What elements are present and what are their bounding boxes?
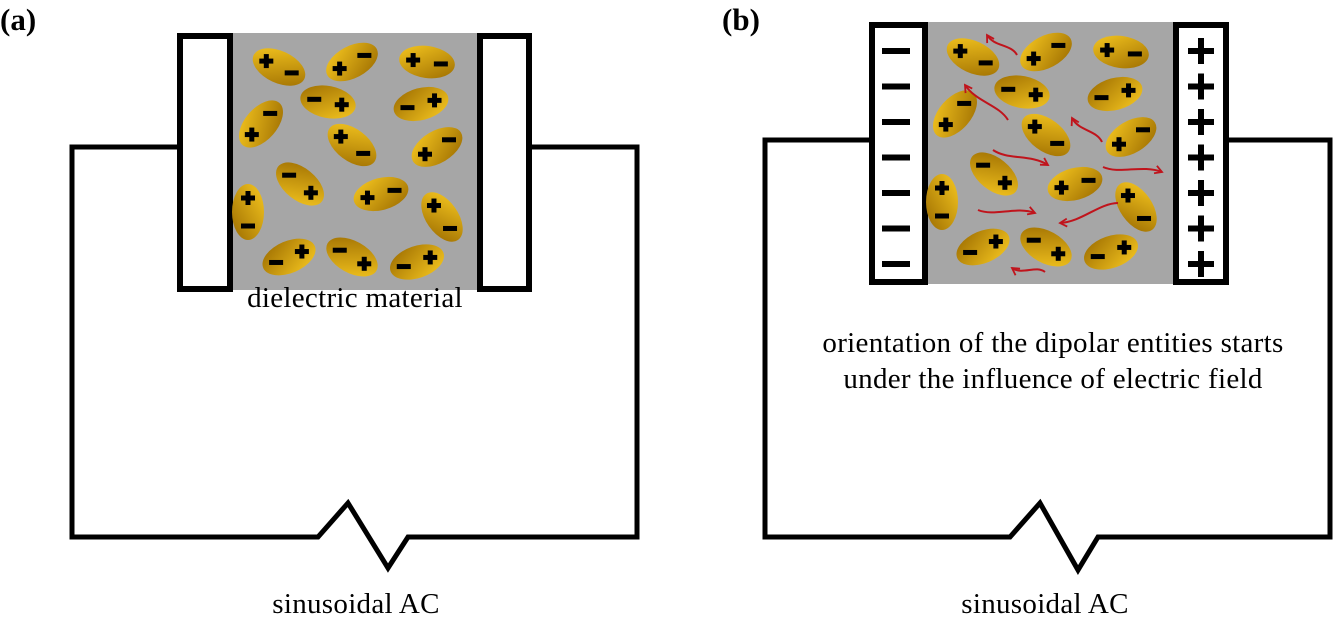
panel-a-source-label: sinusoidal AC: [272, 588, 439, 620]
dipole: [1115, 182, 1157, 232]
plus-sign-icon: [423, 250, 438, 265]
plus-sign-icon: [1054, 180, 1069, 195]
dipole: [326, 42, 378, 82]
dipole: [1020, 227, 1072, 267]
dipole: [393, 86, 449, 122]
panel-b-plate-charges: [882, 38, 1214, 277]
dipole: [252, 48, 306, 86]
dipole: [232, 184, 264, 240]
dipole: [300, 85, 356, 119]
plus-sign-icon: [360, 190, 375, 205]
plus-sign-icon: [1188, 38, 1214, 64]
plus-sign-icon: [1188, 109, 1214, 135]
dipole: [326, 237, 378, 277]
plus-sign-icon: [426, 198, 441, 213]
field-arrow-icon: [986, 33, 1018, 56]
field-arrow-icon: [1010, 266, 1046, 276]
plus-sign-icon: [1117, 240, 1132, 255]
dipole: [970, 152, 1018, 196]
dipole: [239, 100, 283, 148]
plus-sign-icon: [244, 127, 259, 142]
plus-sign-icon: [935, 181, 949, 195]
dipole: [262, 238, 316, 276]
field-arrow-icon: [977, 206, 1037, 216]
panel-b-field-arrows: [963, 33, 1164, 276]
plus-sign-icon: [1028, 87, 1043, 102]
panel-a: (a) dielectric material sinusoidal AC: [0, 2, 640, 620]
plus-sign-icon: [1188, 251, 1214, 277]
plus-sign-icon: [427, 93, 442, 108]
dipole: [411, 127, 463, 167]
plus-sign-icon: [1188, 144, 1214, 171]
panel-b-circuit-wire: [762, 137, 1333, 575]
field-arrow-icon: [1058, 202, 1119, 228]
panel-b-source-label: sinusoidal AC: [961, 588, 1128, 620]
panel-b-negative-plate: [869, 22, 928, 285]
plus-sign-icon: [417, 147, 432, 162]
dipole: [1093, 35, 1149, 69]
plus-sign-icon: [406, 53, 421, 68]
plus-sign-icon: [332, 61, 347, 76]
panel-b-dipoles: [926, 32, 1157, 270]
plus-sign-icon: [1100, 43, 1115, 58]
plus-sign-icon: [294, 244, 309, 259]
plus-sign-icon: [988, 234, 1003, 249]
panel-b-label: (b): [722, 2, 760, 37]
plus-sign-icon: [1188, 215, 1214, 242]
plus-sign-icon: [333, 129, 348, 144]
panel-a-dipoles: [232, 42, 463, 280]
dipole: [399, 45, 455, 79]
dipole: [1020, 32, 1072, 72]
field-arrow-icon: [992, 149, 1050, 166]
field-arrow-icon: [1070, 116, 1103, 143]
plus-sign-icon: [938, 117, 953, 132]
panel-a-left-plate: [177, 33, 233, 292]
panel-b: (b) orientation of the dipolar entities …: [722, 2, 1333, 620]
plus-sign-icon: [303, 185, 318, 200]
panel-a-right-plate: [477, 33, 532, 292]
plus-sign-icon: [997, 175, 1012, 190]
plus-sign-icon: [1051, 246, 1066, 261]
dipole: [933, 90, 977, 138]
field-arrow-icon: [963, 83, 1009, 121]
dipole: [1047, 166, 1103, 202]
dipole: [327, 123, 377, 167]
dipole: [926, 174, 958, 230]
plus-sign-icon: [1121, 83, 1136, 98]
panel-a-caption: dielectric material: [247, 282, 463, 314]
plus-sign-icon: [357, 256, 372, 271]
dipole: [353, 176, 409, 212]
dipole: [1084, 234, 1138, 270]
panel-a-label: (a): [0, 2, 36, 37]
plus-sign-icon: [241, 191, 255, 205]
dipole: [956, 228, 1010, 266]
plus-sign-icon: [334, 97, 349, 112]
plus-sign-icon: [1188, 180, 1214, 206]
dipole: [1105, 117, 1157, 157]
plus-sign-icon: [953, 44, 968, 59]
plus-sign-icon: [259, 54, 274, 69]
dipole: [276, 162, 324, 206]
dipole: [946, 38, 1000, 76]
dipole: [1021, 113, 1071, 157]
plus-sign-icon: [1026, 51, 1041, 66]
dipole: [390, 244, 444, 280]
panel-a-circuit-wire: [69, 144, 640, 573]
dipole: [421, 192, 463, 242]
dipole: [994, 75, 1050, 109]
dipole: [1087, 76, 1143, 112]
plus-sign-icon: [1111, 137, 1126, 152]
panel-b-caption-line2: under the influence of electric field: [843, 363, 1263, 395]
plus-sign-icon: [1120, 188, 1135, 203]
field-arrow-icon: [1102, 165, 1164, 175]
panel-b-caption-line1: orientation of the dipolar entities star…: [822, 327, 1283, 359]
plus-sign-icon: [1188, 73, 1214, 100]
plus-sign-icon: [1027, 119, 1042, 134]
